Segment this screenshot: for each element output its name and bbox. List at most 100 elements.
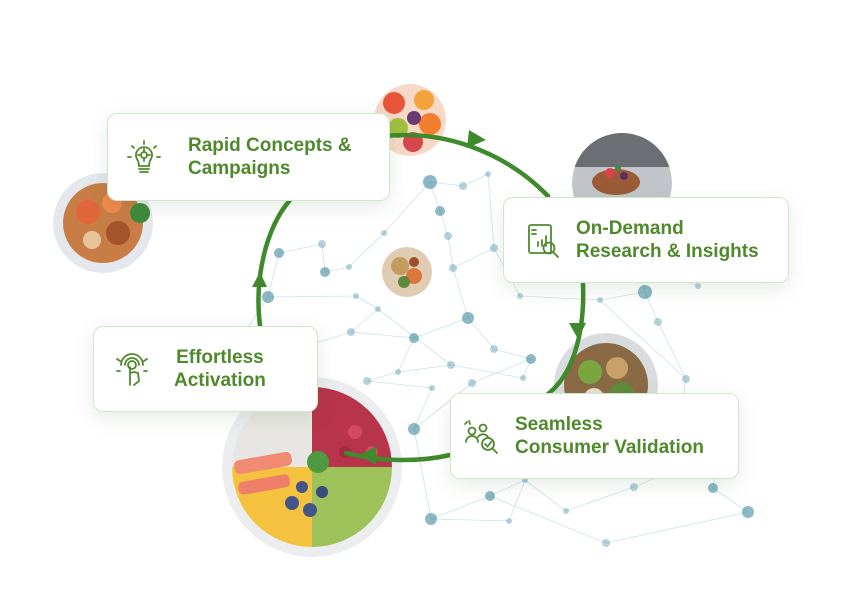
network-link [447,235,454,269]
network-link [467,317,495,350]
network-link [267,252,280,298]
network-link [348,232,385,268]
network-link [452,247,495,269]
network-link [366,380,433,389]
network-link [413,382,473,430]
network-link [430,518,510,522]
arrow-research-to-validation [545,281,586,397]
arrow-head-icon [252,272,267,287]
network-node [318,240,326,248]
arrow-head-icon [360,446,376,465]
network-graph [241,171,754,547]
network-node [429,385,435,391]
step-label: Rapid Concepts & Campaigns [188,135,352,179]
network-node [485,171,491,177]
lightbulb-gear-icon [124,137,164,177]
network-link [430,495,491,520]
network-link [278,243,323,254]
network-node [485,491,495,501]
network-node [459,182,467,190]
network-link [267,295,357,298]
network-link [508,479,526,522]
network-node [262,291,274,303]
network-node [435,206,445,216]
network-node [447,361,455,369]
step-card-effortless-activation[interactable]: Effortless Activation [93,326,318,412]
network-link [383,181,431,234]
network-node [381,230,387,236]
network-node [490,244,498,252]
network-link [397,337,415,373]
network-node [654,318,662,326]
network-link [462,173,489,187]
network-node [602,539,610,547]
arrow-activation-to-rapid [256,197,293,329]
network-link [450,364,524,379]
network-node [682,375,690,383]
network-node [526,354,536,364]
network-node [347,328,355,336]
network-node [563,508,569,514]
network-node [395,369,401,375]
network-link [350,308,379,333]
network-node [375,306,381,312]
network-link [493,348,532,360]
network-link [524,479,567,512]
step-label: Effortless Activation [174,347,266,391]
step-card-rapid-concepts[interactable]: Rapid Concepts & Campaigns [107,113,390,201]
network-link [489,479,526,497]
network-node [408,423,420,435]
network-node [444,232,452,240]
arrow-validation-to-activation [343,450,453,463]
step-card-seamless-validation[interactable]: Seamless Consumer Validation [450,393,739,479]
network-node [506,518,512,524]
network-node [363,377,371,385]
network-node [708,483,718,493]
network-node [517,293,523,299]
network-node [409,333,419,343]
network-node [462,312,474,324]
network-link [599,291,646,301]
network-link [366,371,399,382]
network-link [657,321,687,380]
network-node [425,513,437,525]
step-card-on-demand-research[interactable]: On-Demand Research & Insights [503,197,789,283]
arrow-head-icon [569,323,586,339]
arrow-heads [252,130,586,465]
network-link [452,267,469,319]
step-label: Seamless Consumer Validation [515,414,704,458]
network-node [353,293,359,299]
network-link [519,295,601,301]
arrow-head-icon [467,130,486,148]
network-node [320,267,330,277]
network-node [490,345,498,353]
network-node [630,483,638,491]
consumer-validation-icon [461,416,501,456]
network-node [423,175,437,189]
network-node [597,297,603,303]
step-label: On-Demand Research & Insights [576,218,759,262]
network-link [489,495,607,544]
network-link [350,331,415,339]
network-node [468,379,476,387]
network-node [638,285,652,299]
network-link [413,387,433,430]
network-link [471,358,532,384]
network-node [695,283,701,289]
network-node [742,506,754,518]
network-link [565,486,635,512]
network-link [413,317,469,339]
network-link [712,487,749,513]
network-link [599,299,687,380]
network-node [346,264,352,270]
network-link [487,173,495,249]
cycle-arrows [256,132,586,463]
touch-activation-icon [112,349,152,389]
network-link [355,295,379,310]
network-link [605,511,749,544]
research-report-icon [522,220,562,260]
network-node [520,375,526,381]
noodle-bowl-image [382,247,432,297]
network-node [274,248,284,258]
